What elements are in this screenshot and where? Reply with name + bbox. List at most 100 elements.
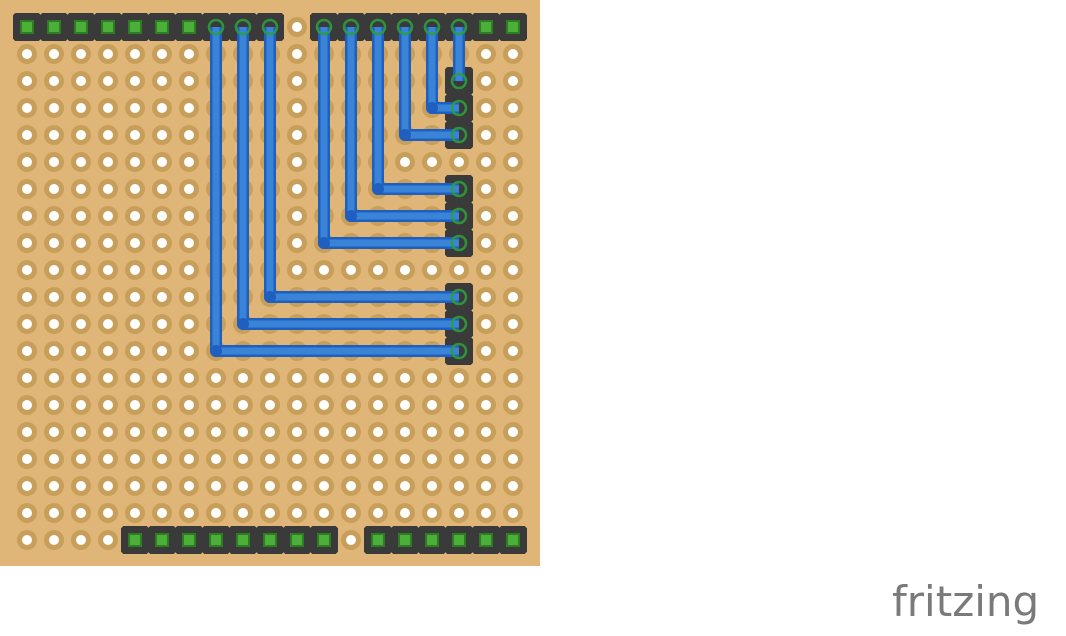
hole-center	[130, 508, 140, 518]
hole-center	[157, 319, 167, 329]
hole-center	[103, 346, 113, 356]
hole-center	[319, 481, 329, 491]
hole-center	[454, 157, 464, 167]
hole-center	[319, 400, 329, 410]
hole-center	[427, 400, 437, 410]
hole-center	[427, 373, 437, 383]
hole-center	[103, 508, 113, 518]
pin-square-inner	[211, 535, 221, 545]
pin-square-inner	[400, 535, 410, 545]
hole-center	[508, 319, 518, 329]
hole-center	[481, 157, 491, 167]
bend-point	[372, 183, 384, 195]
hole-center	[130, 319, 140, 329]
hole-center	[184, 49, 194, 59]
hole-center	[373, 427, 383, 437]
hole-center	[508, 481, 518, 491]
hole-center	[211, 427, 221, 437]
pin-square-inner	[481, 22, 491, 32]
hole-center	[76, 508, 86, 518]
hole-center	[76, 103, 86, 113]
hole-center	[346, 400, 356, 410]
hole-center	[49, 400, 59, 410]
connection-ring	[450, 342, 468, 360]
hole-center	[103, 292, 113, 302]
hole-center	[157, 427, 167, 437]
hole-center	[184, 481, 194, 491]
pin-square-inner	[76, 22, 86, 32]
hole-center	[22, 373, 32, 383]
hole-center	[265, 454, 275, 464]
hole-center	[292, 130, 302, 140]
hole-center	[265, 373, 275, 383]
hole-center	[103, 76, 113, 86]
hole-center	[76, 49, 86, 59]
connection-ring	[450, 234, 468, 252]
hole-center	[49, 211, 59, 221]
hole-center	[292, 508, 302, 518]
pin-square-inner	[130, 535, 140, 545]
hole-center	[292, 373, 302, 383]
hole-center	[238, 373, 248, 383]
connection-ring	[450, 180, 468, 198]
hole-center	[292, 103, 302, 113]
hole-center	[319, 508, 329, 518]
hole-center	[292, 76, 302, 86]
hole-center	[238, 400, 248, 410]
pin-square-inner	[508, 535, 518, 545]
hole-center	[22, 346, 32, 356]
hole-center	[157, 373, 167, 383]
hole-center	[454, 481, 464, 491]
hole-center	[76, 238, 86, 248]
hole-center	[211, 508, 221, 518]
hole-center	[346, 427, 356, 437]
hole-center	[238, 427, 248, 437]
hole-center	[400, 481, 410, 491]
hole-center	[22, 319, 32, 329]
pad-centers	[20, 18, 520, 547]
connection-ring	[315, 18, 333, 36]
hole-center	[157, 346, 167, 356]
hole-center	[130, 373, 140, 383]
hole-center	[76, 292, 86, 302]
connection-ring	[450, 18, 468, 36]
hole-center	[49, 427, 59, 437]
hole-center	[157, 211, 167, 221]
hole-center	[184, 211, 194, 221]
wire-traces	[210, 27, 465, 357]
hole-center	[184, 454, 194, 464]
bend-point	[210, 345, 222, 357]
hole-center	[103, 130, 113, 140]
logo-text: fritzing	[892, 577, 1039, 626]
hole-center	[373, 454, 383, 464]
hole-center	[481, 373, 491, 383]
hole-center	[427, 481, 437, 491]
bend-point	[264, 291, 276, 303]
hole-center	[22, 481, 32, 491]
hole-center	[319, 373, 329, 383]
hole-center	[508, 49, 518, 59]
fritzing-logo: fritzing	[886, 574, 1066, 634]
hole-center	[400, 400, 410, 410]
hole-center	[211, 373, 221, 383]
hole-center	[49, 319, 59, 329]
hole-center	[184, 346, 194, 356]
pin-square-inner	[427, 535, 437, 545]
pin-square-inner	[22, 22, 32, 32]
hole-center	[184, 508, 194, 518]
hole-center	[22, 265, 32, 275]
pin-square-inner	[319, 535, 329, 545]
hole-center	[481, 211, 491, 221]
hole-center	[22, 454, 32, 464]
hole-center	[400, 157, 410, 167]
hole-center	[508, 238, 518, 248]
hole-center	[22, 49, 32, 59]
hole-center	[130, 211, 140, 221]
hole-center	[319, 427, 329, 437]
hole-center	[292, 265, 302, 275]
connection-ring	[450, 99, 468, 117]
hole-center	[76, 427, 86, 437]
hole-center	[130, 427, 140, 437]
hole-center	[49, 454, 59, 464]
hole-center	[346, 454, 356, 464]
